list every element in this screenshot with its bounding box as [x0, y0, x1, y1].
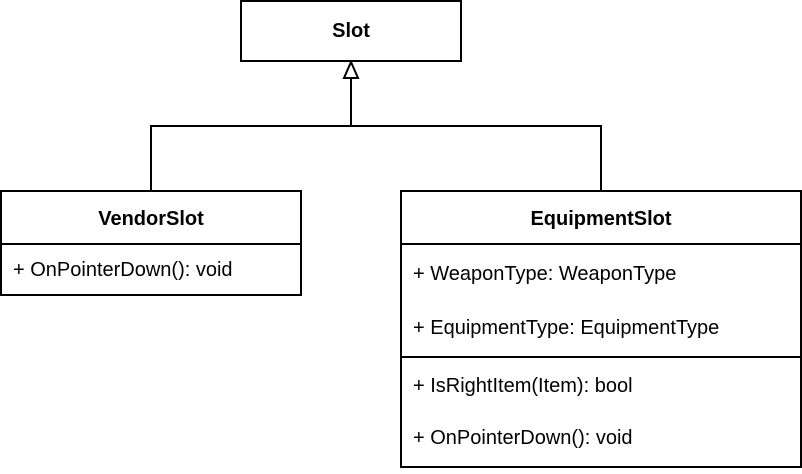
- attribute-equipmenttype: + EquipmentType: EquipmentType: [413, 317, 720, 339]
- class-equipmentslot-attributes: + WeaponType: WeaponType + EquipmentType…: [402, 243, 800, 356]
- method-onpointerdown: + OnPointerDown(): void: [13, 259, 233, 281]
- class-slot-name: Slot: [332, 20, 370, 42]
- class-equipmentslot-methods: + IsRightItem(Item): bool + OnPointerDow…: [402, 356, 800, 466]
- class-vendorslot-methods: + OnPointerDown(): void: [2, 243, 300, 294]
- method-onpointerdown: + OnPointerDown(): void: [413, 427, 633, 449]
- vendorslot-inheritance-line: [150, 125, 351, 190]
- class-slot[interactable]: Slot: [240, 0, 462, 62]
- class-equipmentslot-name: EquipmentSlot: [530, 208, 672, 230]
- class-vendorslot[interactable]: VendorSlot + OnPointerDown(): void: [0, 190, 302, 296]
- attribute-weapontype: + WeaponType: WeaponType: [413, 263, 677, 285]
- equipmentslot-inheritance-line: [351, 125, 602, 190]
- inheritance-arrowhead-icon: [342, 59, 360, 79]
- class-equipmentslot[interactable]: EquipmentSlot + WeaponType: WeaponType +…: [400, 190, 802, 468]
- method-isrightitem: + IsRightItem(Item): bool: [413, 375, 633, 397]
- class-vendorslot-name: VendorSlot: [98, 208, 204, 230]
